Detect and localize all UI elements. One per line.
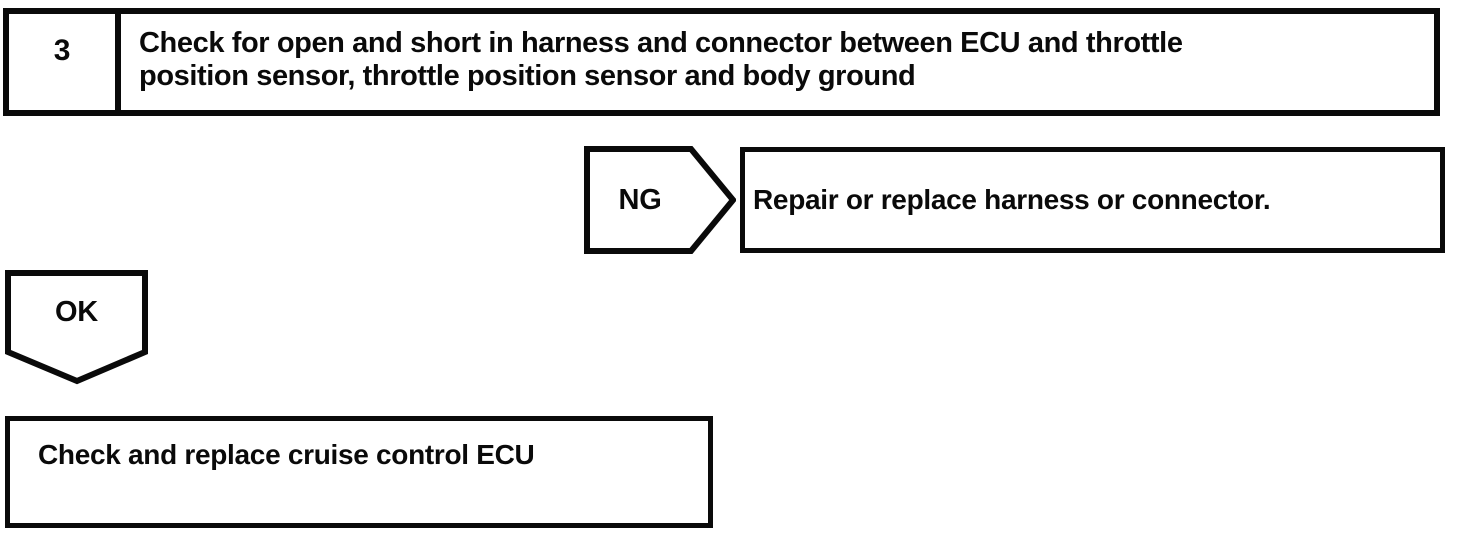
step-number: 3 — [9, 14, 121, 110]
ok-action-text: Check and replace cruise control ECU — [38, 439, 535, 470]
ok-label: OK — [55, 295, 98, 328]
ng-action-box: Repair or replace harness or connector. — [740, 147, 1445, 253]
ok-connector: OK — [5, 270, 151, 386]
step-description-line1: Check for open and short in harness and … — [139, 27, 1183, 59]
step-description: Check for open and short in harness and … — [121, 14, 1434, 110]
ng-label: NG — [618, 183, 662, 216]
ng-pentagon-icon — [584, 146, 736, 254]
step-box: 3 Check for open and short in harness an… — [3, 8, 1440, 116]
step-description-line2: position sensor, throttle position senso… — [139, 60, 916, 92]
ok-action-box: Check and replace cruise control ECU — [5, 416, 713, 528]
ng-action-text: Repair or replace harness or connector. — [753, 184, 1271, 215]
ok-pentagon-icon — [5, 270, 148, 385]
ng-connector: NG — [584, 146, 736, 254]
